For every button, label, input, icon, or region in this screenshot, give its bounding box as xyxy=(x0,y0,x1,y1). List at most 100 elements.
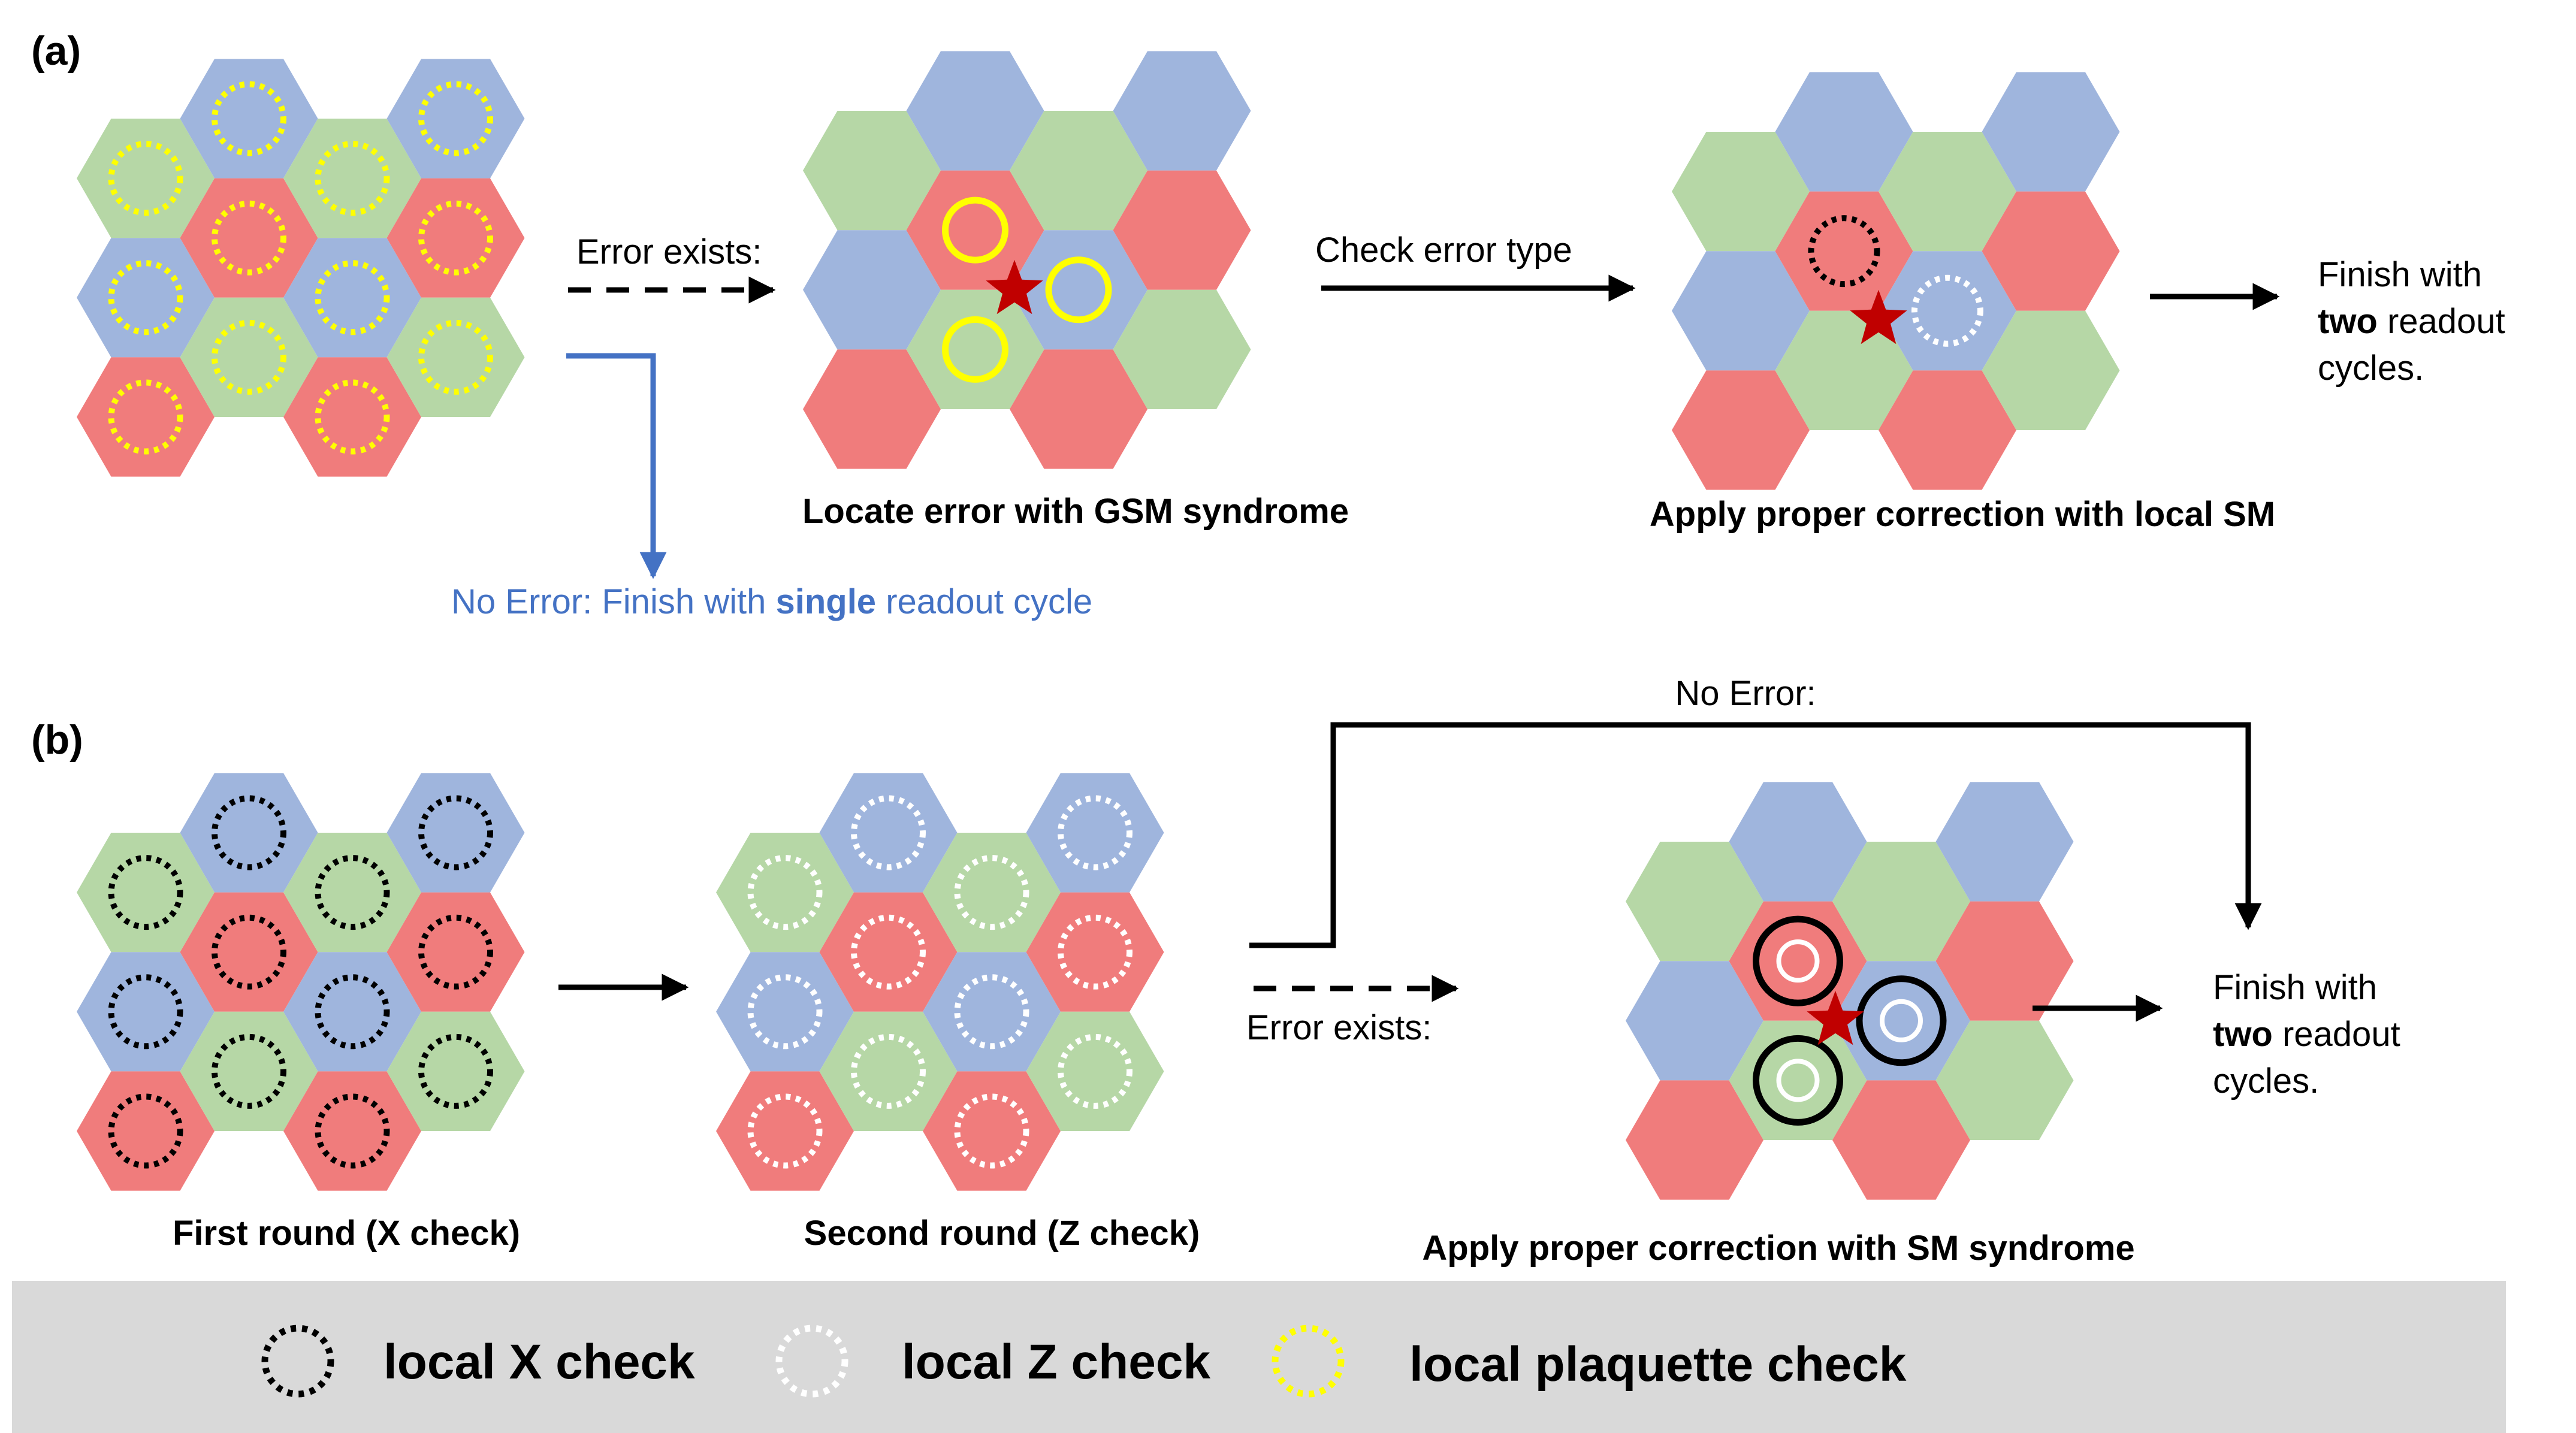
x-check-icon xyxy=(108,1093,183,1169)
hex-red xyxy=(77,1071,215,1191)
x-check-icon xyxy=(1808,215,1880,288)
z-check-icon xyxy=(1058,795,1133,870)
hex-red xyxy=(1113,170,1251,290)
hex-blue xyxy=(1113,51,1251,171)
hex-blue xyxy=(1982,72,2120,192)
lattice-a-plaquette-checks xyxy=(77,59,525,477)
hex-green xyxy=(1935,1020,2074,1140)
legend-z-check-icon xyxy=(775,1325,848,1398)
hex-green xyxy=(1626,842,1763,962)
plaquette-check-icon xyxy=(315,260,390,335)
z-check-icon xyxy=(747,1093,823,1169)
hex-red xyxy=(803,349,941,469)
hex-red xyxy=(1775,191,1913,311)
b-second-caption: Second round (Z check) xyxy=(804,1214,1200,1253)
error-star-icon xyxy=(986,259,1043,315)
hex-red xyxy=(386,178,525,298)
plaquette-check-icon xyxy=(108,260,183,335)
hex-green xyxy=(1113,289,1251,409)
hex-green xyxy=(923,833,1061,953)
syndrome-inner-icon xyxy=(1880,999,1923,1042)
syndrome-ring-icon xyxy=(1856,975,1947,1066)
panel-a-label: (a) xyxy=(31,28,81,74)
hex-green xyxy=(1729,1020,1867,1140)
z-check-icon xyxy=(851,914,926,990)
plaquette-check-icon xyxy=(212,81,286,156)
hex-green xyxy=(906,289,1044,409)
z-check-icon xyxy=(1058,914,1133,990)
z-check-icon xyxy=(851,1033,926,1109)
a-check-error-type-label: Check error type xyxy=(1315,231,1572,270)
hex-blue xyxy=(1879,251,2016,371)
hex-blue xyxy=(1010,230,1147,350)
legend-z-check-label: local Z check xyxy=(902,1335,1210,1389)
hex-red xyxy=(1010,349,1147,469)
lattice-b-first-round xyxy=(77,773,525,1191)
z-check-icon xyxy=(1911,274,1983,347)
hex-red xyxy=(1026,892,1164,1012)
hex-red xyxy=(180,178,318,298)
hex-blue xyxy=(819,773,958,893)
z-check-icon xyxy=(747,974,823,1050)
hex-red xyxy=(1672,370,1810,490)
syndrome-ring-icon xyxy=(1753,915,1843,1006)
plaquette-check-icon xyxy=(418,319,493,395)
hex-blue xyxy=(716,952,854,1072)
error-star-icon xyxy=(1807,990,1864,1045)
hex-blue xyxy=(180,773,318,893)
syndrome-inner-icon xyxy=(1776,939,1820,983)
hex-red xyxy=(923,1071,1061,1191)
x-check-icon xyxy=(418,1033,493,1109)
plaquette-check-icon xyxy=(315,379,390,455)
legend-plaquette-check-icon xyxy=(1272,1325,1345,1398)
plaquette-check-icon xyxy=(212,200,286,276)
x-check-icon xyxy=(212,1033,286,1109)
hex-blue xyxy=(77,238,215,358)
z-check-icon xyxy=(954,1093,1029,1169)
hex-red xyxy=(1879,370,2016,490)
x-check-icon xyxy=(108,855,183,930)
legend-x-check-icon xyxy=(261,1325,334,1398)
plaquette-check-icon xyxy=(315,141,390,216)
hex-red xyxy=(180,892,318,1012)
hex-green xyxy=(1832,842,1970,962)
syndrome-ring-icon xyxy=(1753,1035,1843,1126)
syndrome-inner-icon xyxy=(1776,1059,1820,1102)
flagged-plaquette-icon xyxy=(942,316,1008,383)
hex-red xyxy=(716,1071,854,1191)
x-check-icon xyxy=(212,914,286,990)
hex-blue xyxy=(1729,782,1867,902)
a-apply-caption: Apply proper correction with local SM xyxy=(1650,495,2275,534)
hex-green xyxy=(716,833,854,953)
hex-green xyxy=(819,1011,958,1131)
x-check-icon xyxy=(418,914,493,990)
b-apply-caption: Apply proper correction with SM syndrome xyxy=(1422,1229,2134,1268)
z-check-icon xyxy=(851,795,926,870)
flagged-plaquette-icon xyxy=(1045,256,1112,324)
hex-green xyxy=(283,119,421,238)
hex-blue xyxy=(1672,251,1810,371)
lattice-b-second-round xyxy=(716,773,1164,1191)
b-no-error-label: No Error: xyxy=(1675,674,1816,713)
hex-green xyxy=(283,833,421,953)
hex-red xyxy=(1982,191,2120,311)
hex-green xyxy=(803,111,941,231)
legend-plaquette-check-label: local plaquette check xyxy=(1409,1337,1907,1392)
check-markers xyxy=(942,196,1983,1126)
z-check-icon xyxy=(954,974,1029,1050)
b-no-error-arrow xyxy=(1249,722,2262,948)
lattice-b-apply-correction xyxy=(1626,782,2074,1200)
flagged-plaquette-icon xyxy=(942,196,1008,264)
hex-blue xyxy=(283,952,421,1072)
legend-x-check-label: local X check xyxy=(383,1335,695,1389)
x-check-icon xyxy=(315,1093,390,1169)
hex-blue xyxy=(923,952,1061,1072)
hex-red xyxy=(906,170,1044,290)
a-locate-caption: Locate error with GSM syndrome xyxy=(802,492,1349,531)
hex-green xyxy=(180,1011,318,1131)
hex-blue xyxy=(1026,773,1164,893)
plaquette-check-icon xyxy=(108,379,183,455)
lattice-a-locate-error xyxy=(803,51,1251,469)
hex-green xyxy=(1775,310,1913,430)
hex-green xyxy=(1879,132,2016,252)
